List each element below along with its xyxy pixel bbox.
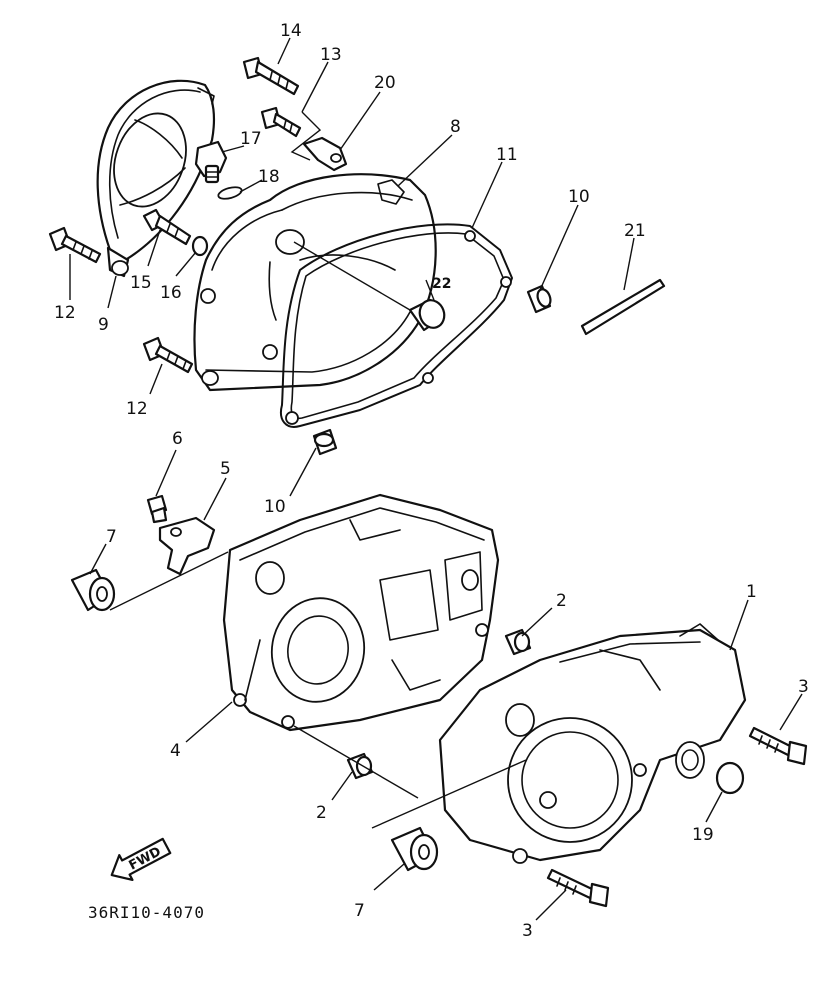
crankcase-left-part-4 — [222, 493, 500, 732]
callout-17: 17 — [240, 129, 262, 149]
mount-part-7-left — [70, 568, 116, 612]
bolt-part-3-right — [748, 726, 808, 766]
clamp-part-20 — [302, 136, 348, 172]
callout-4: 4 — [170, 741, 181, 761]
dowel-part-10-lower — [312, 428, 338, 456]
callout-11: 11 — [496, 145, 518, 165]
bolt-part-12-upper — [48, 226, 102, 264]
bush-part-22 — [408, 298, 446, 332]
callout-12-upper: 12 — [54, 303, 76, 323]
callout-19: 19 — [692, 825, 714, 845]
o-ring-part-18 — [217, 186, 243, 200]
gasket-part-11 — [280, 223, 513, 428]
callout-13: 13 — [320, 45, 342, 65]
callout-7-right: 7 — [354, 901, 365, 921]
bolt-part-14 — [242, 56, 300, 96]
callout-10-upper: 10 — [568, 187, 590, 207]
plate-part-5 — [158, 516, 216, 576]
crankcase-cover-part-8 — [193, 173, 437, 392]
callout-16: 16 — [160, 283, 182, 303]
callout-6: 6 — [172, 429, 183, 449]
callout-20: 20 — [374, 73, 396, 93]
crankcase-right-part-1 — [438, 623, 747, 864]
callout-2-upper: 2 — [556, 591, 567, 611]
callout-2-lower: 2 — [316, 803, 327, 823]
callout-21: 21 — [624, 221, 646, 241]
callout-1: 1 — [746, 582, 757, 602]
callout-7-left: 7 — [106, 527, 117, 547]
dowel-part-2-lower — [346, 752, 374, 780]
cap-part-19 — [715, 761, 745, 795]
bolt-part-13 — [260, 106, 302, 138]
leader-lines — [69, 37, 803, 921]
screw-part-6 — [146, 494, 168, 524]
callout-8: 8 — [450, 117, 461, 137]
bolt-part-12-lower — [142, 336, 194, 374]
drawing-code: 36RI10-4070 — [88, 903, 205, 922]
washer-part-16 — [191, 235, 209, 257]
dowel-part-10-upper — [526, 284, 552, 314]
callout-10-lower: 10 — [264, 497, 286, 517]
callout-3-lower: 3 — [522, 921, 533, 941]
callout-15: 15 — [130, 273, 152, 293]
callout-12-lower: 12 — [126, 399, 148, 419]
callout-3-right: 3 — [798, 677, 809, 697]
callout-14: 14 — [280, 21, 302, 41]
callout-labels: 1 2 2 3 3 4 5 6 7 7 8 9 10 10 11 12 12 1… — [54, 21, 809, 941]
mount-part-7-right — [390, 826, 439, 872]
callout-5: 5 — [220, 459, 231, 479]
callout-9: 9 — [98, 315, 109, 335]
shaft-part-21 — [580, 278, 666, 336]
forward-direction-arrow: FWD — [110, 837, 172, 881]
dowel-part-2-upper — [504, 628, 532, 656]
bolt-part-3-lower — [546, 868, 610, 908]
callout-22: 22 — [432, 276, 451, 292]
cover-plate-part-9 — [96, 79, 216, 278]
bolt-part-15 — [142, 208, 192, 246]
callout-18: 18 — [258, 167, 280, 187]
neutral-switch-part-17 — [194, 140, 228, 184]
